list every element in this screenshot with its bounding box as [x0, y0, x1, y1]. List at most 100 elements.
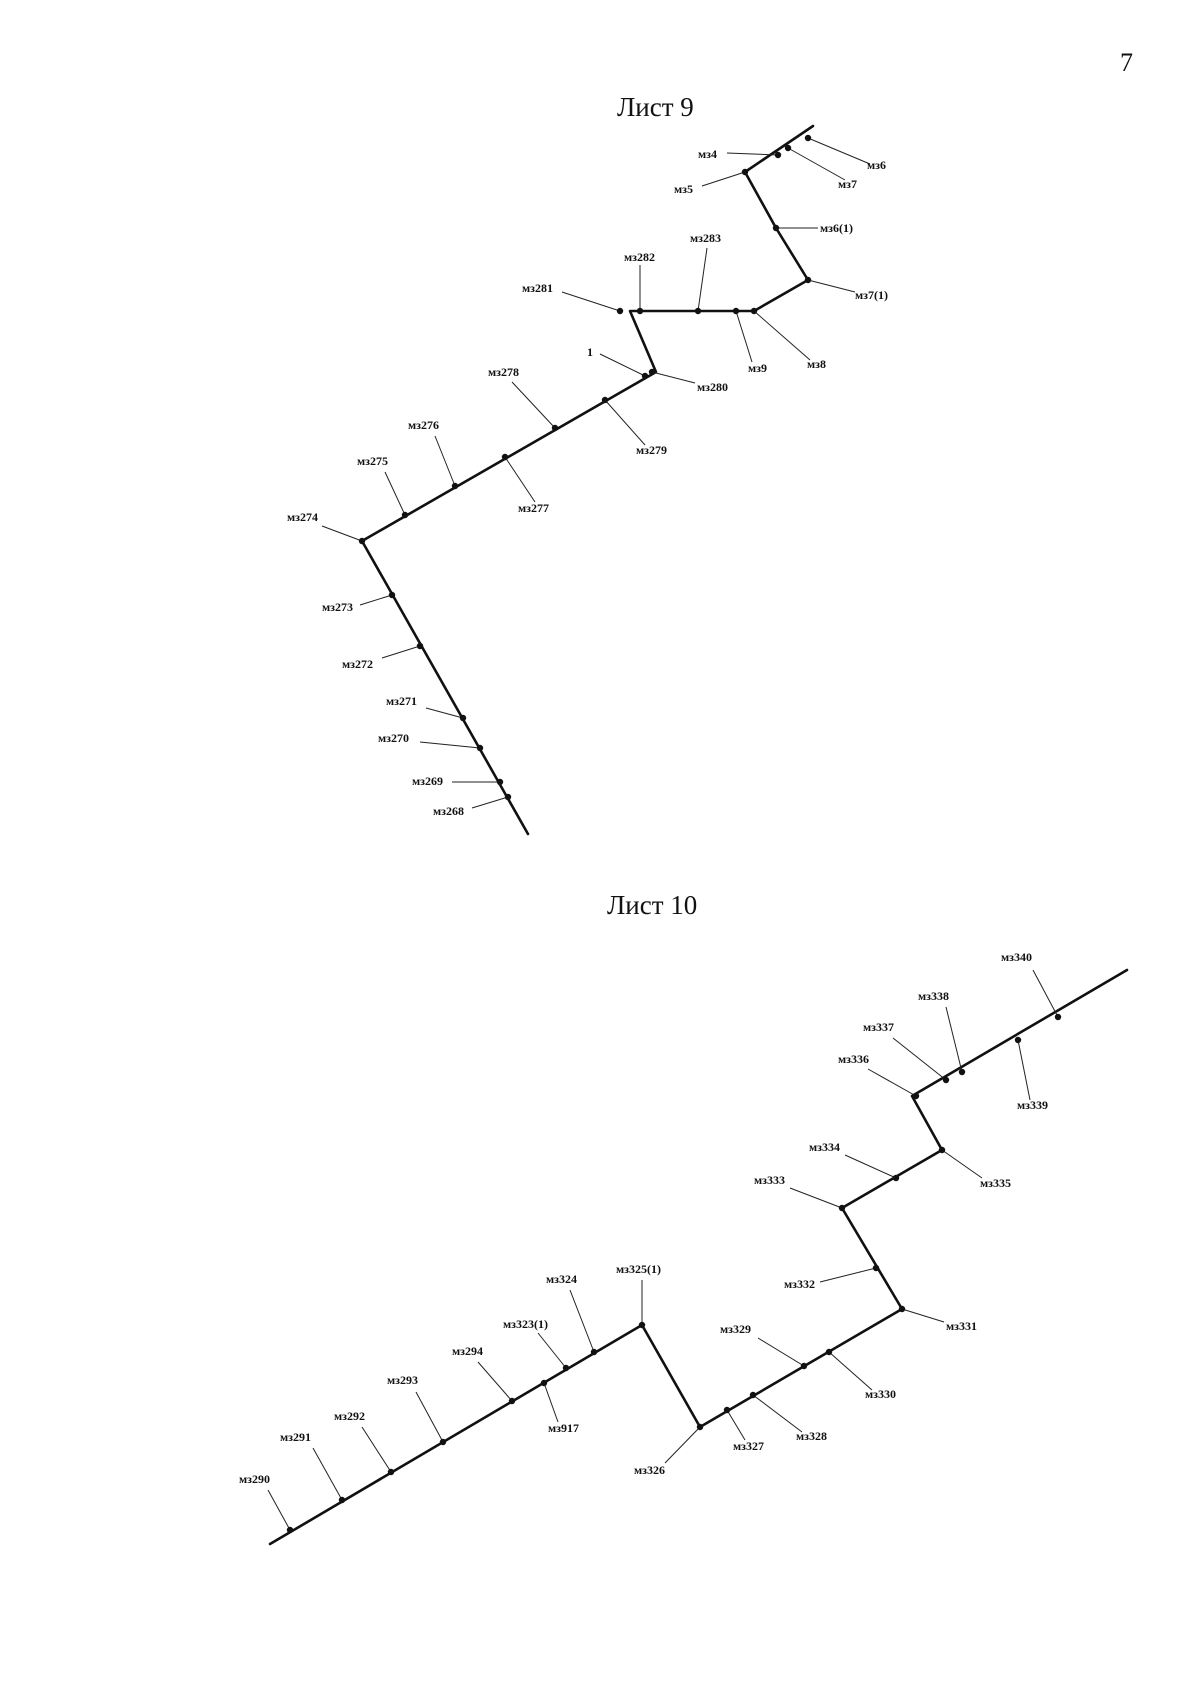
point-label: мз294 — [452, 1344, 483, 1358]
leader-line — [752, 1394, 803, 1433]
point-label: мз272 — [342, 657, 373, 671]
leader-line — [807, 137, 871, 165]
boundary-point-marker — [958, 1068, 966, 1076]
point-label: мз293 — [387, 1373, 418, 1387]
boundary-point-marker — [912, 1092, 920, 1100]
boundary-point-marker — [749, 1391, 757, 1399]
boundary-point-marker — [938, 1146, 946, 1154]
point-label: мз331 — [946, 1319, 977, 1333]
sheet-9-boundary-line — [360, 124, 815, 836]
boundary-point-marker — [732, 307, 740, 315]
point-label: мз335 — [980, 1176, 1011, 1190]
leader-line — [941, 1149, 983, 1179]
leader-line — [537, 1332, 567, 1369]
leader-line — [901, 1308, 945, 1323]
point-label: мз269 — [412, 774, 443, 788]
boundary-point-marker — [804, 276, 812, 284]
point-label: мз324 — [546, 1272, 577, 1286]
point-label: мз274 — [287, 510, 318, 524]
point-label: мз279 — [636, 443, 667, 457]
boundary-point-marker — [825, 1348, 833, 1356]
point-label: мз332 — [784, 1277, 815, 1291]
point-label: 1 — [587, 345, 593, 359]
point-label: мз328 — [796, 1429, 827, 1443]
leader-line — [726, 1409, 746, 1441]
boundary-point-marker — [338, 1496, 346, 1504]
boundary-point-marker — [638, 1321, 646, 1329]
sheet-10-boundary-line — [268, 968, 1129, 1546]
boundary-point-marker — [723, 1406, 731, 1414]
leader-line — [726, 152, 779, 156]
point-label: мз334 — [809, 1140, 840, 1154]
boundary-point-marker — [641, 372, 649, 380]
point-label: мз277 — [518, 501, 549, 515]
boundary-point-marker — [694, 307, 702, 315]
boundary-point-marker — [540, 1379, 548, 1387]
leader-line — [471, 796, 509, 809]
point-label: мз291 — [280, 1430, 311, 1444]
boundary-point-marker — [459, 714, 467, 722]
leader-line — [844, 1154, 897, 1179]
boundary-point-marker — [496, 778, 504, 786]
leader-line — [321, 525, 363, 542]
boundary-point-marker — [551, 424, 559, 432]
point-label: мз278 — [488, 365, 519, 379]
point-label: мз330 — [865, 1387, 896, 1401]
point-label: мз273 — [322, 600, 353, 614]
boundary-point-marker — [1014, 1036, 1022, 1044]
boundary-point-marker — [1054, 1013, 1062, 1021]
leader-line — [267, 1489, 291, 1531]
leader-line — [415, 1391, 444, 1443]
sheet-9-title: Лист 9 — [617, 92, 694, 122]
boundary-point-marker — [387, 1468, 395, 1476]
boundary-point-marker — [772, 224, 780, 232]
leader-line — [384, 471, 406, 516]
leader-line — [434, 435, 456, 487]
leader-line — [753, 310, 811, 361]
boundary-point-marker — [358, 537, 366, 545]
boundary-point-marker — [401, 511, 409, 519]
boundary-point-marker — [439, 1438, 447, 1446]
boundary-point-marker — [784, 144, 792, 152]
boundary-point-marker — [636, 307, 644, 315]
leader-line — [561, 291, 621, 312]
boundary-point-marker — [696, 1423, 704, 1431]
point-label: мз9 — [748, 361, 767, 375]
boundary-point-marker — [601, 396, 609, 404]
leader-line — [1032, 969, 1059, 1018]
point-label: мз7(1) — [855, 288, 888, 302]
leader-line — [569, 1289, 595, 1353]
point-label: мз7 — [838, 177, 857, 191]
boundary-point-marker — [616, 307, 624, 315]
point-label: мз5 — [674, 182, 693, 196]
point-label: мз6(1) — [820, 221, 853, 235]
sheet-10-title: Лист 10 — [607, 890, 698, 920]
point-label: мз290 — [239, 1472, 270, 1486]
boundary-point-marker — [501, 453, 509, 461]
boundary-point-marker — [508, 1397, 516, 1405]
leader-line — [892, 1037, 947, 1081]
leader-line — [359, 594, 393, 606]
leader-line — [425, 707, 464, 719]
leader-line — [361, 1426, 392, 1473]
point-label: мз340 — [1001, 950, 1032, 964]
leader-line — [599, 353, 646, 377]
boundary-point-marker — [286, 1526, 294, 1534]
leader-line — [819, 1267, 877, 1283]
leader-line — [381, 645, 421, 659]
point-label: мз326 — [634, 1463, 665, 1477]
boundary-point-marker — [416, 642, 424, 650]
leader-line — [867, 1068, 917, 1097]
boundary-point-marker — [892, 1174, 900, 1182]
leader-line — [664, 1426, 701, 1464]
boundary-point-marker — [898, 1305, 906, 1313]
boundary-point-marker — [838, 1204, 846, 1212]
boundary-point-marker — [451, 482, 459, 490]
point-label: мз268 — [433, 804, 464, 818]
boundary-point-marker — [504, 793, 512, 801]
point-label: мз6 — [867, 158, 886, 172]
boundary-point-marker — [800, 1362, 808, 1370]
point-label: мз276 — [408, 418, 439, 432]
leader-line — [697, 247, 708, 312]
leader-line — [757, 1337, 805, 1367]
